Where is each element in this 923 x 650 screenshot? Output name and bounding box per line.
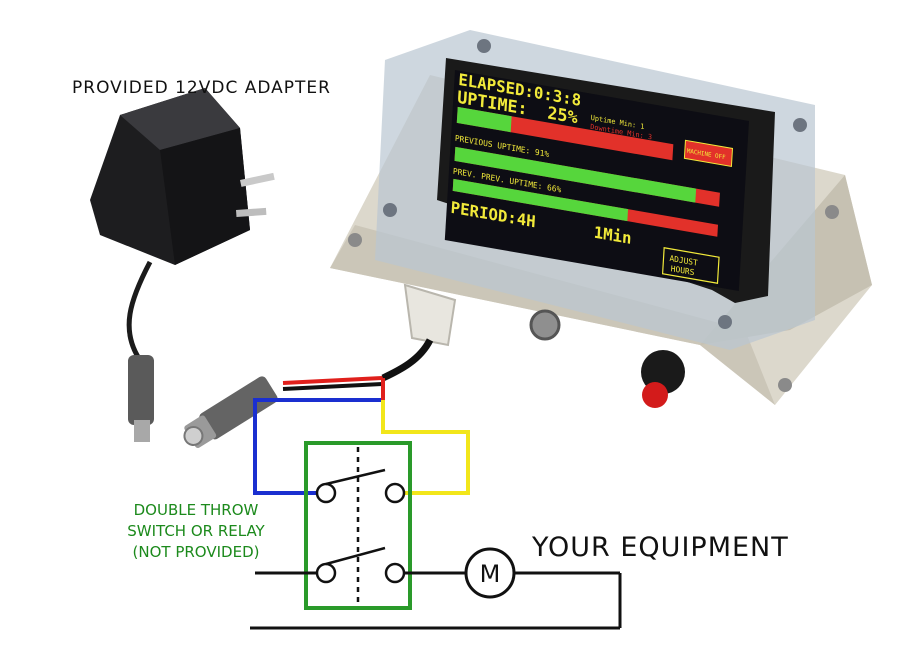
switch-label-line-1: DOUBLE THROW xyxy=(133,501,259,519)
cable-gland xyxy=(403,283,457,347)
mounting-screw-icon xyxy=(825,205,839,219)
adapter-prong-top xyxy=(239,172,275,187)
machine-off-button[interactable] xyxy=(683,139,734,168)
switch-contact xyxy=(325,546,386,566)
wires xyxy=(253,378,470,495)
switch-terminal xyxy=(384,562,406,584)
monitor-device: ELAPSED:0:3:8 UPTIME: 25% Uptime Min: 1 … xyxy=(330,30,872,408)
switch-label-line-3: (NOT PROVIDED) xyxy=(132,543,260,561)
switch-terminal xyxy=(315,482,337,504)
uptime-bar-fill xyxy=(456,106,512,133)
motor-symbol: M xyxy=(480,560,501,588)
reset-button-cap xyxy=(642,382,668,408)
switch-label-line-2: SWITCH OR RELAY xyxy=(127,522,265,540)
prev-prev-uptime-bar-fill xyxy=(452,178,629,222)
blue-wire xyxy=(253,384,385,495)
adjust-hours-button[interactable] xyxy=(661,247,720,284)
equipment-circuit: M xyxy=(250,547,622,630)
yellow-wire xyxy=(381,384,470,495)
switch-terminal xyxy=(384,482,406,504)
mounting-screw-icon xyxy=(778,378,792,392)
dc-plug-tip xyxy=(134,420,150,442)
mounting-screw-icon xyxy=(348,233,362,247)
key-switch-icon xyxy=(529,309,561,341)
previous-uptime-bar-fill xyxy=(454,146,697,203)
switch-terminal xyxy=(315,562,337,584)
adapter-label: PROVIDED 12VDC ADAPTER xyxy=(72,78,331,98)
switch-contact xyxy=(325,468,386,486)
equipment-label: YOUR EQUIPMENT xyxy=(532,532,789,563)
adapter-prong-bottom xyxy=(236,207,267,217)
dc-plug xyxy=(128,355,154,425)
adjust-hours-label-2: HOURS xyxy=(671,264,695,277)
dc-jack xyxy=(183,376,384,448)
power-adapter xyxy=(90,88,275,442)
adapter-cable xyxy=(126,260,153,362)
double-throw-switch xyxy=(304,441,412,610)
switch-housing xyxy=(304,441,412,610)
switch-label: DOUBLE THROW SWITCH OR RELAY (NOT PROVID… xyxy=(96,500,296,563)
